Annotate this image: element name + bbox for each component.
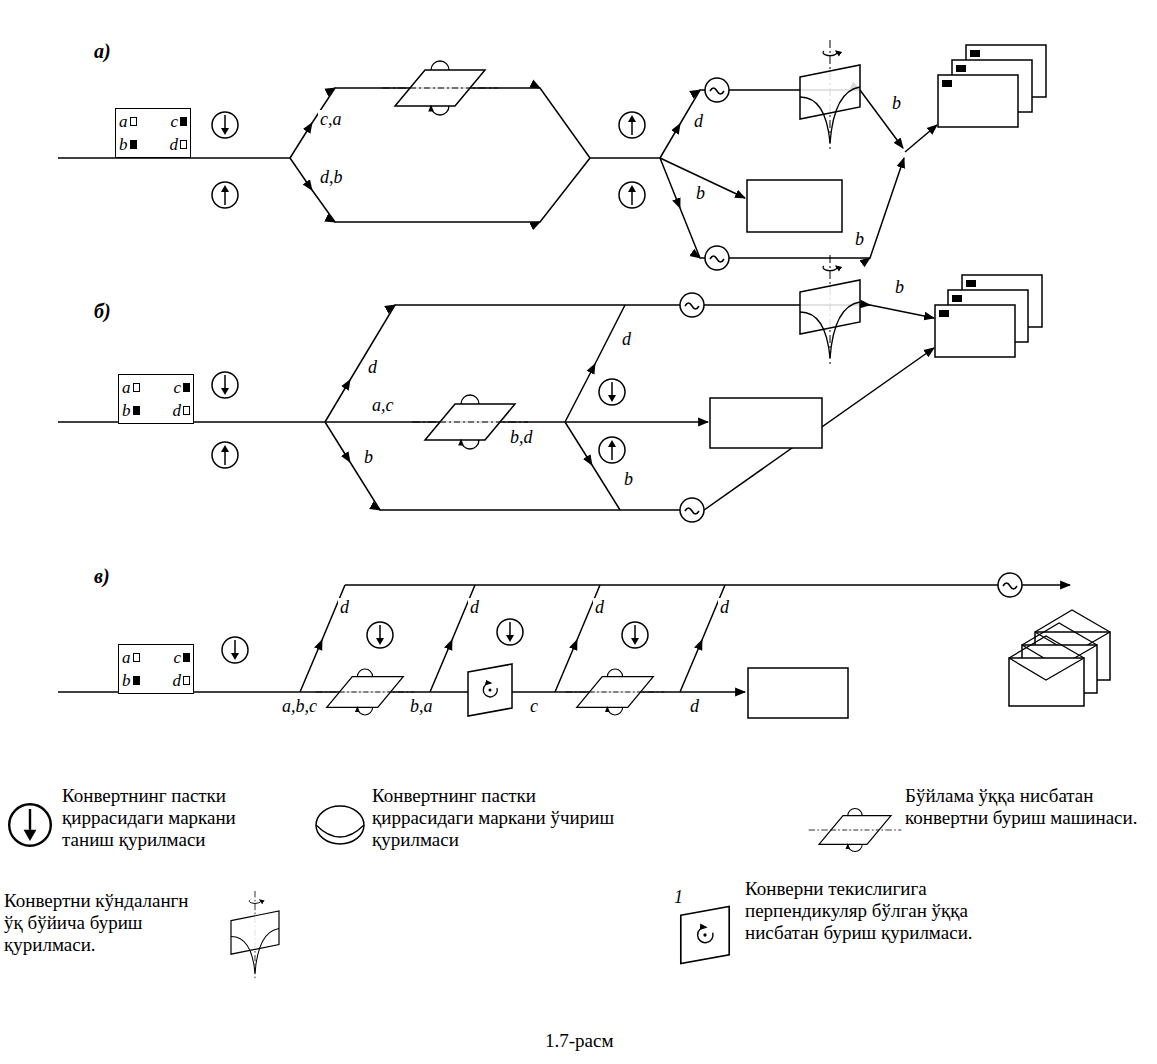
envelope-box: a c b d: [118, 374, 194, 424]
envelope-corner: c: [156, 646, 190, 669]
legend-text: Конвертнинг пастки қиррасидаги маркани ў…: [372, 785, 622, 851]
corner-letter: b: [119, 136, 128, 153]
scheme-label: b: [622, 470, 635, 490]
envelope-corner: b: [122, 399, 156, 422]
envelope-corner: c: [153, 110, 187, 133]
legend-text: Конвертнинг пастки қиррасидаги маркани т…: [62, 785, 287, 851]
scheme-label: c,a: [318, 110, 344, 130]
legend-text: Бўйлама ўққа нисбатан конвертни буриш ма…: [905, 785, 1145, 829]
envelope-corner: d: [156, 399, 190, 422]
scheme-label: а): [92, 40, 113, 62]
scheme-label: d: [718, 598, 731, 618]
stamp-mark: [133, 653, 140, 662]
envelope-corner: a: [122, 376, 156, 399]
scheme-label: d: [338, 598, 351, 618]
scheme-label: d: [692, 112, 705, 132]
scheme-label: b,a: [408, 697, 435, 717]
stamp-mark: [133, 406, 140, 415]
envelope-corner: c: [156, 376, 190, 399]
stamp-mark: [130, 117, 137, 126]
scheme-label: 1: [672, 888, 685, 908]
stamp-mark: [183, 406, 190, 415]
legend-text: Конвертни кўндалангн ўқ бўйича буриш қур…: [4, 890, 204, 956]
scheme-label: d,b: [318, 168, 345, 188]
scheme-label: d: [366, 358, 379, 378]
scheme-label: b: [362, 448, 375, 468]
envelope-box: a c b d: [118, 644, 194, 694]
stamp-mark: [130, 140, 137, 149]
figure-caption: 1.7-расм: [545, 1030, 613, 1052]
scheme-label: a,c: [370, 396, 396, 416]
envelope-corner: b: [119, 133, 153, 156]
scheme-label: a,b,c: [280, 697, 319, 717]
legend-text: Конверни текислигига перпендикуляр бўлга…: [745, 878, 975, 944]
corner-letter: c: [173, 649, 181, 666]
envelope-corner: a: [122, 646, 156, 669]
stamp-mark: [133, 676, 140, 685]
corner-letter: b: [122, 672, 131, 689]
envelope-corner: d: [153, 133, 187, 156]
stamp-mark: [133, 383, 140, 392]
corner-letter: a: [119, 113, 128, 130]
scheme-label: b,d: [508, 428, 535, 448]
corner-letter: c: [170, 113, 178, 130]
stamp-mark: [183, 653, 190, 662]
envelope-corner: a: [119, 110, 153, 133]
scheme-label: d: [468, 598, 481, 618]
scheme-label: d: [620, 330, 633, 350]
scheme-label: b: [890, 94, 903, 114]
scheme-label: b: [853, 230, 866, 250]
scheme-label: в): [92, 565, 112, 587]
corner-letter: d: [173, 402, 182, 419]
stamp-mark: [180, 140, 187, 149]
stamp-mark: [180, 117, 187, 126]
stamp-mark: [183, 383, 190, 392]
corner-letter: a: [122, 379, 131, 396]
envelope-corner: b: [122, 669, 156, 692]
corner-letter: b: [122, 402, 131, 419]
scheme-label: б): [92, 300, 113, 322]
envelope-corner: d: [156, 669, 190, 692]
corner-letter: d: [170, 136, 179, 153]
scheme-label: d: [593, 598, 606, 618]
stamp-mark: [183, 676, 190, 685]
corner-letter: c: [173, 379, 181, 396]
scheme-label: c: [528, 697, 540, 717]
scheme-label: b: [893, 278, 906, 298]
corner-letter: d: [173, 672, 182, 689]
scheme-label: b: [694, 184, 707, 204]
corner-letter: a: [122, 649, 131, 666]
scheme-label: d: [688, 697, 701, 717]
envelope-box: a c b d: [115, 108, 191, 158]
